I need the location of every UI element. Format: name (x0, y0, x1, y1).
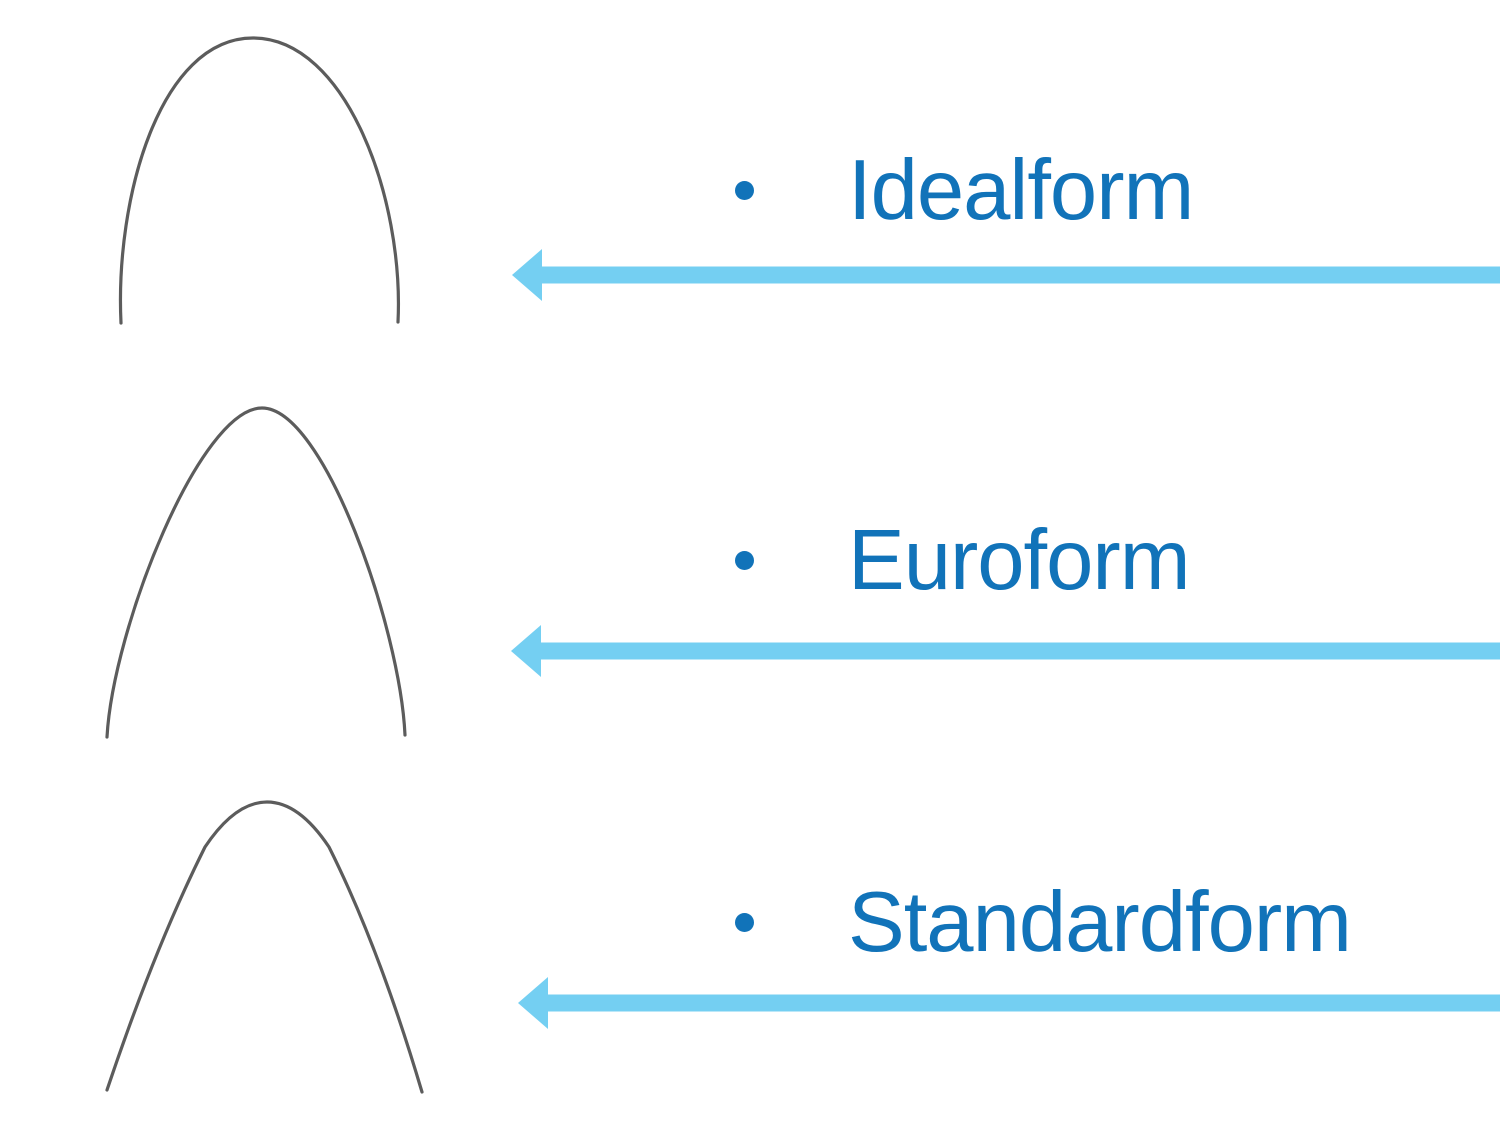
idealform-archwire-image (118, 36, 401, 325)
standardform-archwire-image (105, 800, 424, 1094)
list-item-idealform: Idealform (735, 140, 1194, 240)
arrow-left-icon (518, 977, 1500, 1029)
list-item-standardform: Standardform (735, 872, 1352, 972)
idealform-label: Idealform (848, 142, 1194, 238)
bullet-dot-icon (735, 912, 754, 932)
list-item-euroform: Euroform (735, 510, 1191, 610)
arrow-left-icon (511, 625, 1500, 677)
standardform-label: Standardform (848, 874, 1352, 970)
bullet-dot-icon (735, 180, 754, 200)
bullet-dot-icon (735, 550, 754, 570)
euroform-archwire-image (105, 406, 407, 739)
euroform-label: Euroform (848, 512, 1191, 608)
arrow-left-icon (512, 249, 1500, 301)
